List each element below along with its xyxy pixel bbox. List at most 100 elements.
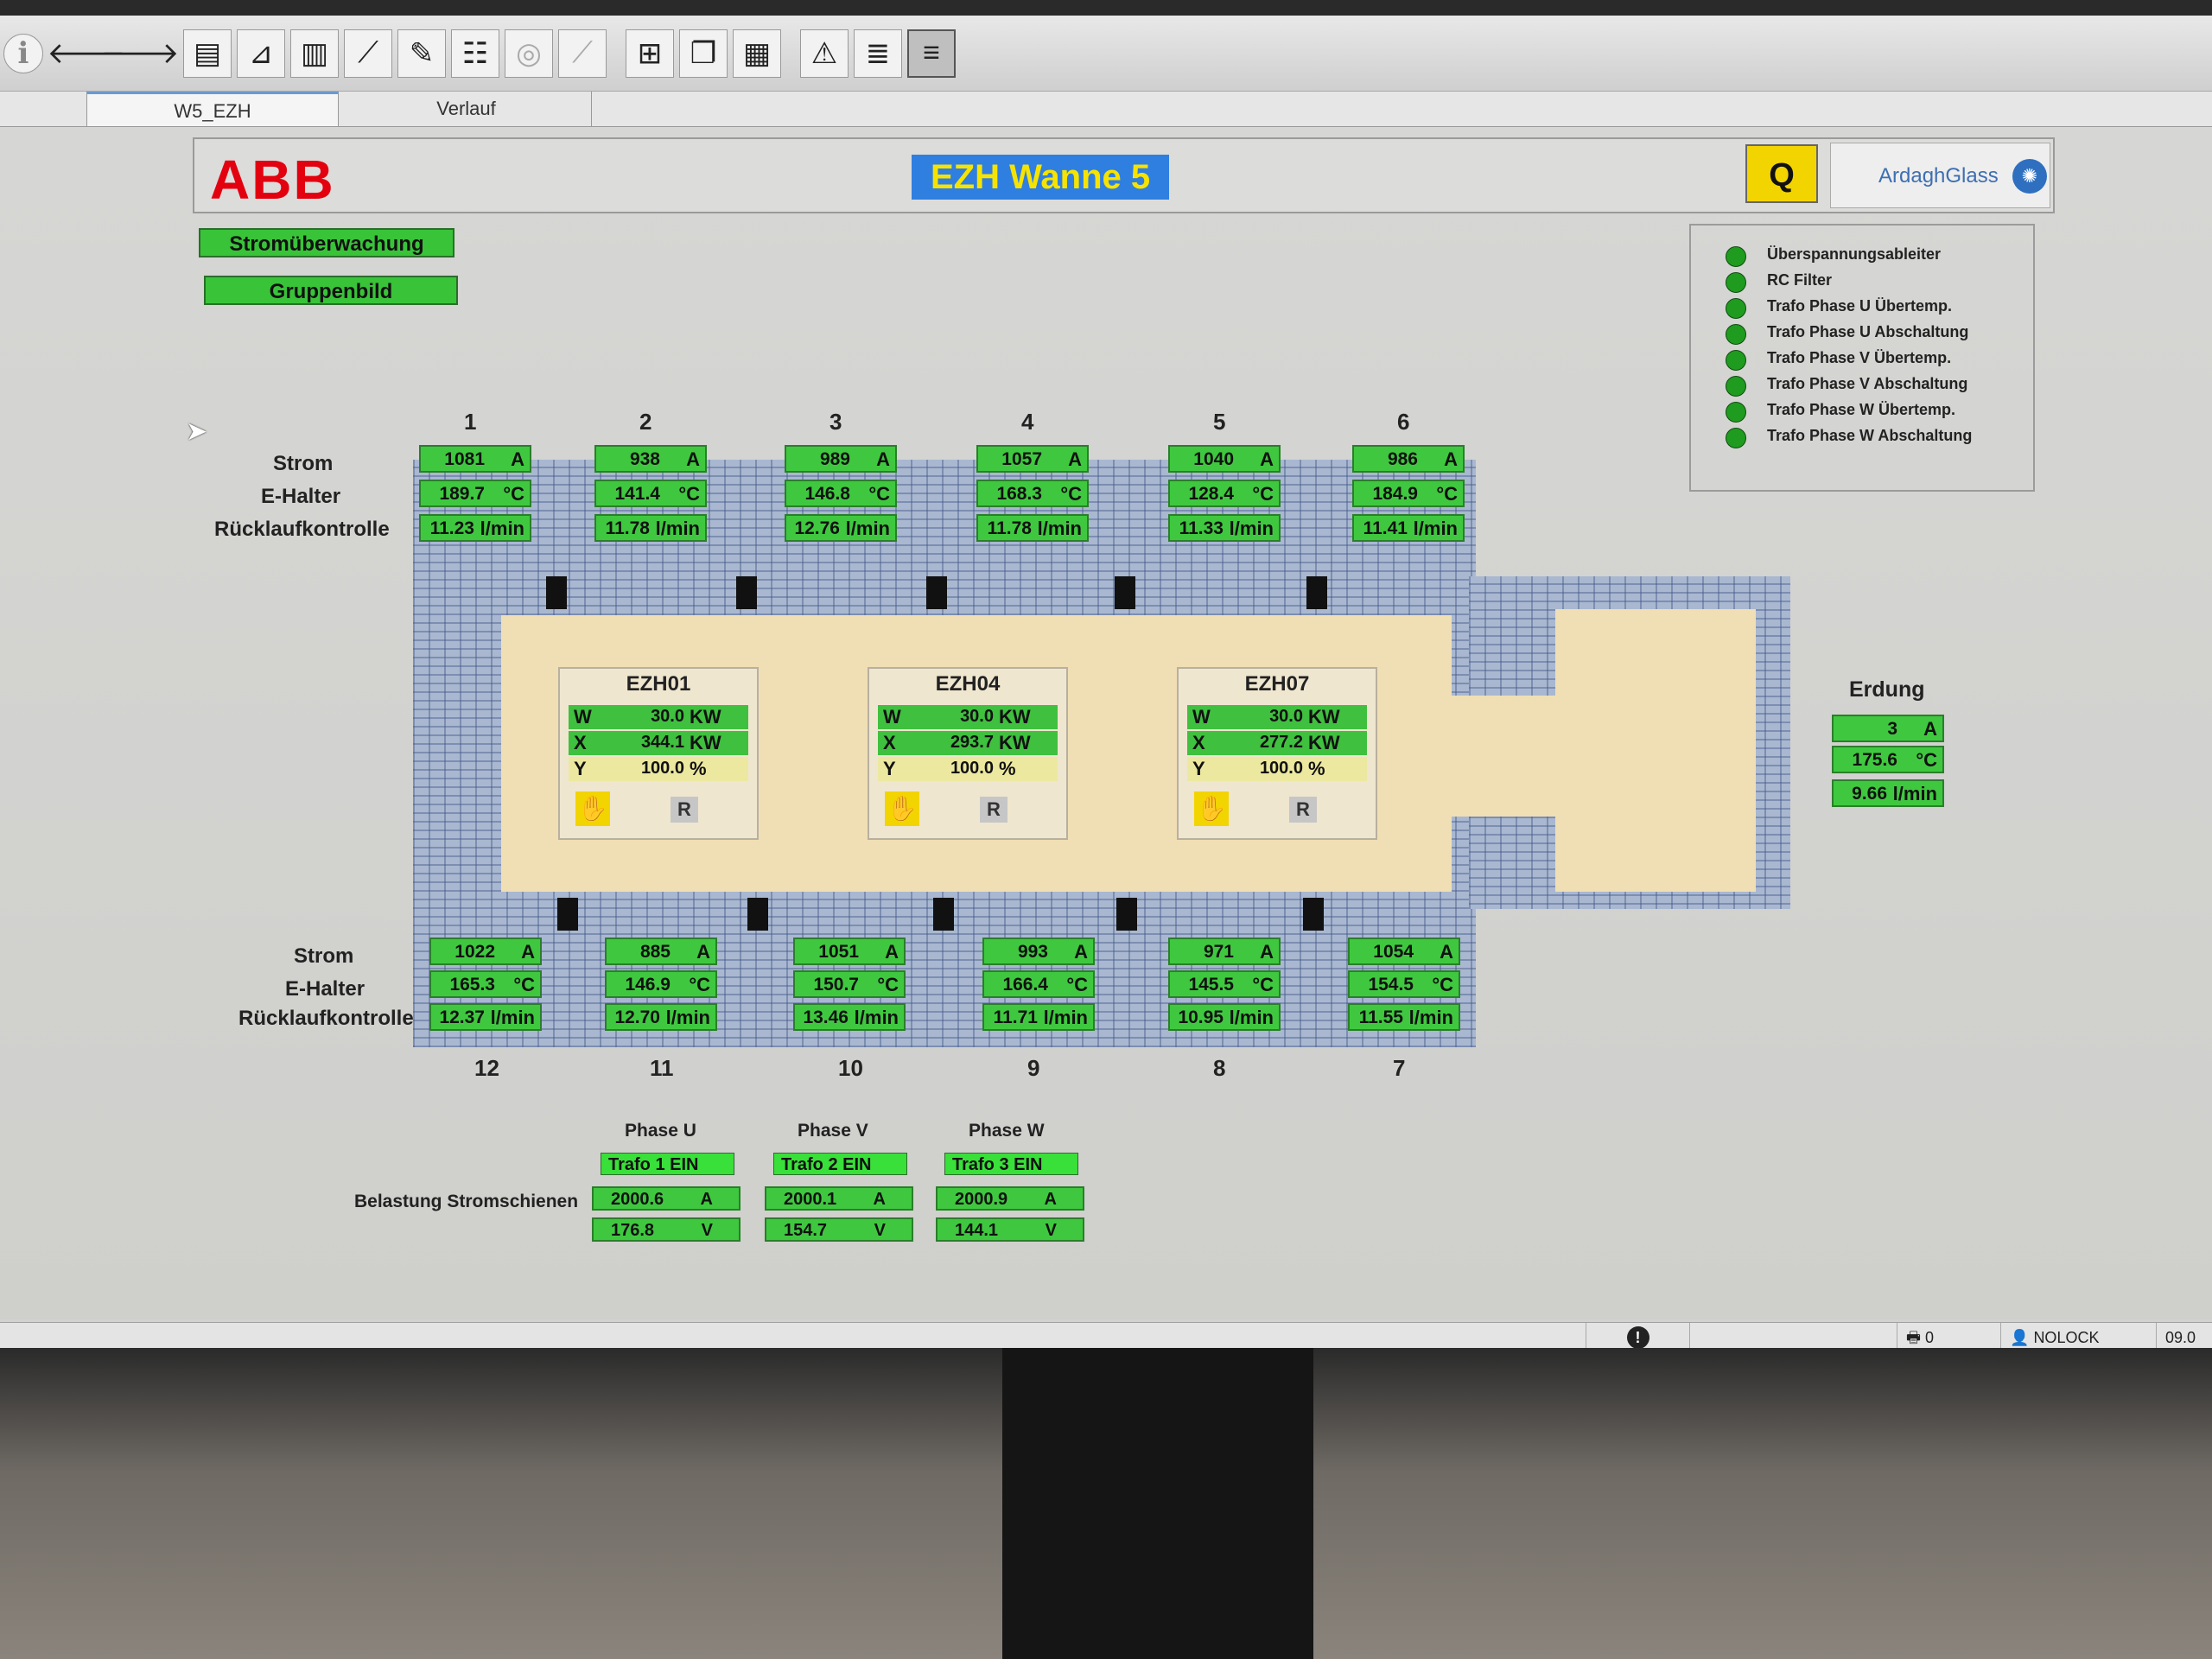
value: 12.70 xyxy=(614,1007,660,1027)
bottom-electrode-temp: 145.5°C xyxy=(1168,970,1281,998)
value: 293.7 xyxy=(950,733,994,752)
unit: % xyxy=(999,758,1016,779)
unit: l/min xyxy=(480,518,524,539)
value: 11.78 xyxy=(987,518,1032,538)
gruppenbild-button[interactable]: Gruppenbild xyxy=(204,276,458,305)
ardagh-logo: ArdaghGlass ✺ xyxy=(1830,143,2050,208)
info-icon[interactable]: ℹ xyxy=(3,33,43,73)
trend-icon[interactable]: ⟋ xyxy=(344,29,392,78)
ardagh-globe-icon: ✺ xyxy=(2012,159,2047,194)
value: 938 xyxy=(629,449,660,469)
statusbar-printer-cell[interactable]: 🖶 0 xyxy=(1897,1323,2000,1353)
hand-icon[interactable]: ✋ xyxy=(1194,791,1229,826)
value: 1022 xyxy=(454,942,495,962)
faceplate-icon[interactable]: ▥ xyxy=(290,29,339,78)
unit: °C xyxy=(1432,974,1453,995)
top-electrode-number: 2 xyxy=(639,409,652,435)
q-button[interactable]: Q xyxy=(1745,144,1818,203)
alarm-line-icon[interactable]: ≡ xyxy=(907,29,956,78)
trafo-status: Trafo 1 EIN xyxy=(601,1153,734,1175)
value: 2000.6 xyxy=(611,1190,664,1209)
alarm-list-icon[interactable]: ⚠ xyxy=(800,29,849,78)
value: 1081 xyxy=(444,449,485,469)
value: 2000.1 xyxy=(784,1190,837,1209)
ezh-name: EZH07 xyxy=(1244,672,1310,696)
bottom-electrode-temp: 146.9°C xyxy=(605,970,717,998)
status-label: Trafo Phase U Abschaltung xyxy=(1767,323,1969,340)
statusbar-alarm-cell[interactable]: ! xyxy=(1586,1323,1689,1353)
value: 100.0 xyxy=(950,759,994,778)
value: 168.3 xyxy=(996,484,1042,504)
unit: A xyxy=(686,448,700,470)
ezh-name: EZH04 xyxy=(935,672,1001,696)
add-display-icon[interactable]: ⊞ xyxy=(626,29,674,78)
value: 277.2 xyxy=(1259,733,1303,752)
exclamation-icon: ! xyxy=(1626,1326,1649,1349)
unit: A xyxy=(521,941,535,963)
unit: °C xyxy=(1252,483,1274,505)
unit: l/min xyxy=(854,1007,899,1028)
display-header: ABB EZH Wanne 5 Q ArdaghGlass ✺ xyxy=(193,137,2055,213)
tab-w5-ezh[interactable]: W5_EZH xyxy=(86,92,339,126)
hand-icon[interactable]: ✋ xyxy=(575,791,610,826)
reset-button[interactable]: R xyxy=(671,797,698,823)
value: 128.4 xyxy=(1188,484,1234,504)
statusbar-time-cell: 09.0 xyxy=(2156,1323,2212,1353)
value: 145.5 xyxy=(1188,975,1234,995)
arrow-right-icon[interactable]: 🡒 xyxy=(100,37,180,70)
unit: l/min xyxy=(1037,518,1082,539)
disabled-trend-icon[interactable]: ⟋ xyxy=(558,29,607,78)
ezh-name: EZH01 xyxy=(626,672,691,696)
value: 146.9 xyxy=(625,975,671,995)
value: 11.33 xyxy=(1179,518,1224,538)
unit: °C xyxy=(1066,974,1088,995)
top-electrode-number: 4 xyxy=(1021,409,1034,435)
list-icon[interactable]: ☷ xyxy=(451,29,499,78)
windows-icon[interactable]: ❐ xyxy=(679,29,728,78)
reset-button[interactable]: R xyxy=(1289,797,1317,823)
hand-icon[interactable]: ✋ xyxy=(885,791,919,826)
erdung-label: Erdung xyxy=(1849,677,1925,702)
unit: A xyxy=(1044,1190,1057,1209)
stromueberwachung-button[interactable]: Stromüberwachung xyxy=(199,228,454,257)
bottom-electrode-number: 10 xyxy=(838,1055,863,1081)
reset-button[interactable]: R xyxy=(980,797,1007,823)
key: W xyxy=(1192,706,1211,728)
tab-verlauf[interactable]: Verlauf xyxy=(341,92,592,126)
value: 184.9 xyxy=(1372,484,1418,504)
phase-heading: Phase V xyxy=(798,1121,868,1141)
event-list-icon[interactable]: ≣ xyxy=(854,29,902,78)
abb-logo: ABB xyxy=(210,149,335,211)
top-electrode-number: 3 xyxy=(830,409,842,435)
row-label-ehalter-top: E-Halter xyxy=(261,485,341,508)
display-edit-icon[interactable]: ▤ xyxy=(183,29,232,78)
unit: V xyxy=(1045,1221,1057,1240)
grid-icon[interactable]: ▦ xyxy=(733,29,781,78)
clock-time: 09.0 xyxy=(2165,1329,2196,1346)
electrode-marker-bottom xyxy=(747,898,768,931)
statusbar-user-cell[interactable]: 👤 NOLOCK xyxy=(2000,1323,2156,1353)
value: 11.23 xyxy=(429,518,474,538)
trend-display-icon[interactable]: ⊿ xyxy=(237,29,285,78)
unit: A xyxy=(876,448,890,470)
note-icon[interactable]: ✎ xyxy=(397,29,446,78)
top-electrode-strom: 938 A xyxy=(594,445,707,473)
value: 150.7 xyxy=(813,975,859,995)
status-led-icon xyxy=(1726,298,1746,319)
disabled-tool-icon[interactable]: ◎ xyxy=(505,29,553,78)
